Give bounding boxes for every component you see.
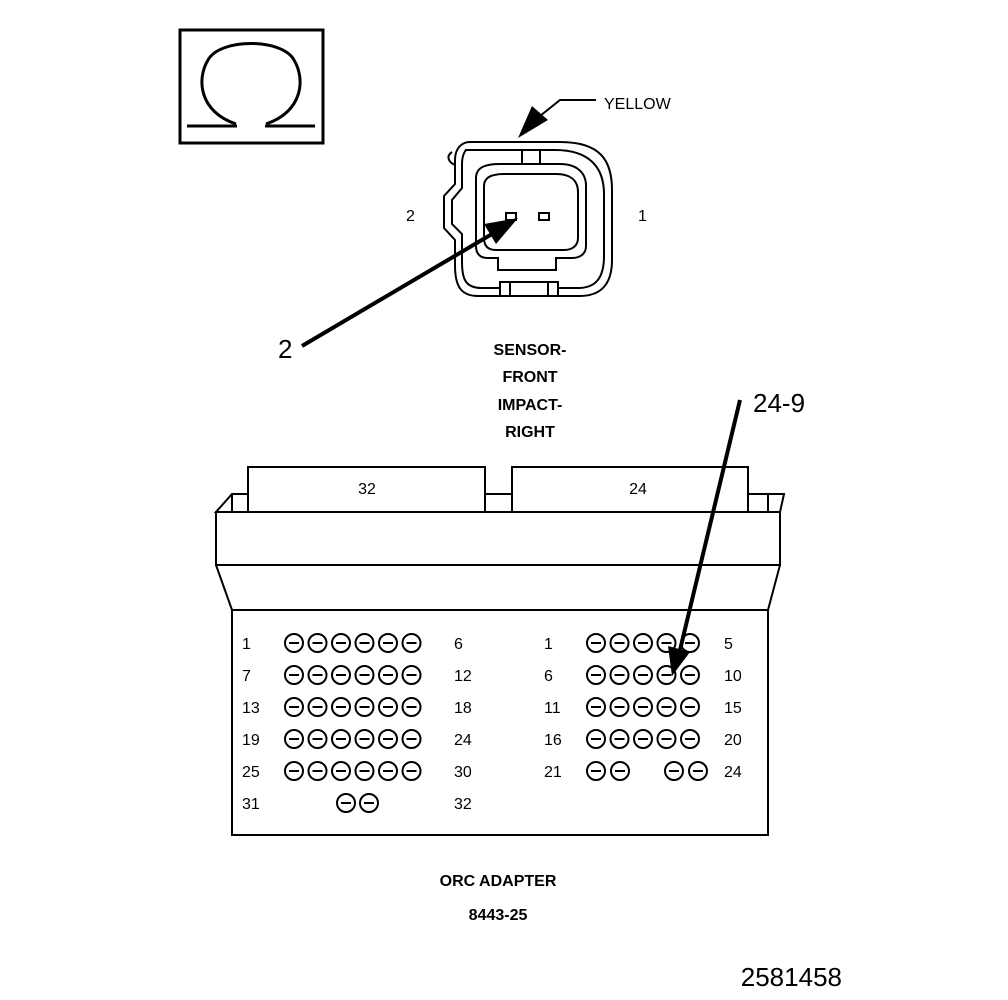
right-row-end-0: 5 [724,636,733,653]
color-callout-label: YELLOW [604,96,672,113]
adapter-callout: 24-9 [753,388,805,418]
right-row-start-4: 21 [544,764,562,781]
right-row-end-3: 20 [724,732,742,749]
sensor-name: SENSOR- FRONT IMPACT- RIGHT [494,342,567,441]
left-row-start-0: 1 [242,636,251,653]
sensor-connector [443,141,613,297]
ohm-icon [187,42,315,128]
right-row-end-1: 10 [724,668,742,685]
left-row-end-0: 6 [454,636,463,653]
left-row-end-5: 32 [454,796,472,813]
left-row-end-4: 30 [454,764,472,781]
probe-callout: 2 [278,334,292,364]
right-row-end-2: 15 [724,700,742,717]
adapter-part-number: 8443-25 [469,907,528,924]
sensor-name-line-4: RIGHT [505,424,555,441]
sensor-name-line-1: SENSOR- [494,342,567,359]
color-callout: YELLOW [518,96,672,138]
left-pin-grid: 1 6 7 12 13 18 19 24 25 30 31 32 [242,633,472,813]
left-row-start-4: 25 [242,764,260,781]
right-row-end-4: 24 [724,764,742,781]
adapter-name: ORC ADAPTER [440,873,557,890]
sensor-name-line-2: FRONT [502,369,557,386]
right-row-start-0: 1 [544,636,553,653]
left-row-end-1: 12 [454,668,472,685]
right-block-label: 24 [629,481,647,498]
sensor-pin-right: 1 [638,208,647,225]
probe-arrow [300,218,518,348]
left-row-end-3: 24 [454,732,472,749]
sensor-pin-left: 2 [406,208,415,225]
right-row-start-3: 16 [544,732,562,749]
sensor-name-line-3: IMPACT- [498,397,563,414]
left-block-label: 32 [358,481,376,498]
right-row-start-1: 6 [544,668,553,685]
right-row-start-2: 11 [544,700,561,717]
left-row-start-5: 31 [242,796,260,813]
adapter-callout-arrow [668,399,742,676]
ohm-symbol [178,28,325,145]
left-row-end-2: 18 [454,700,472,717]
figure-number: 2581458 [741,962,842,992]
left-row-start-2: 13 [242,700,260,717]
left-row-start-1: 7 [242,668,251,685]
left-row-start-3: 19 [242,732,260,749]
